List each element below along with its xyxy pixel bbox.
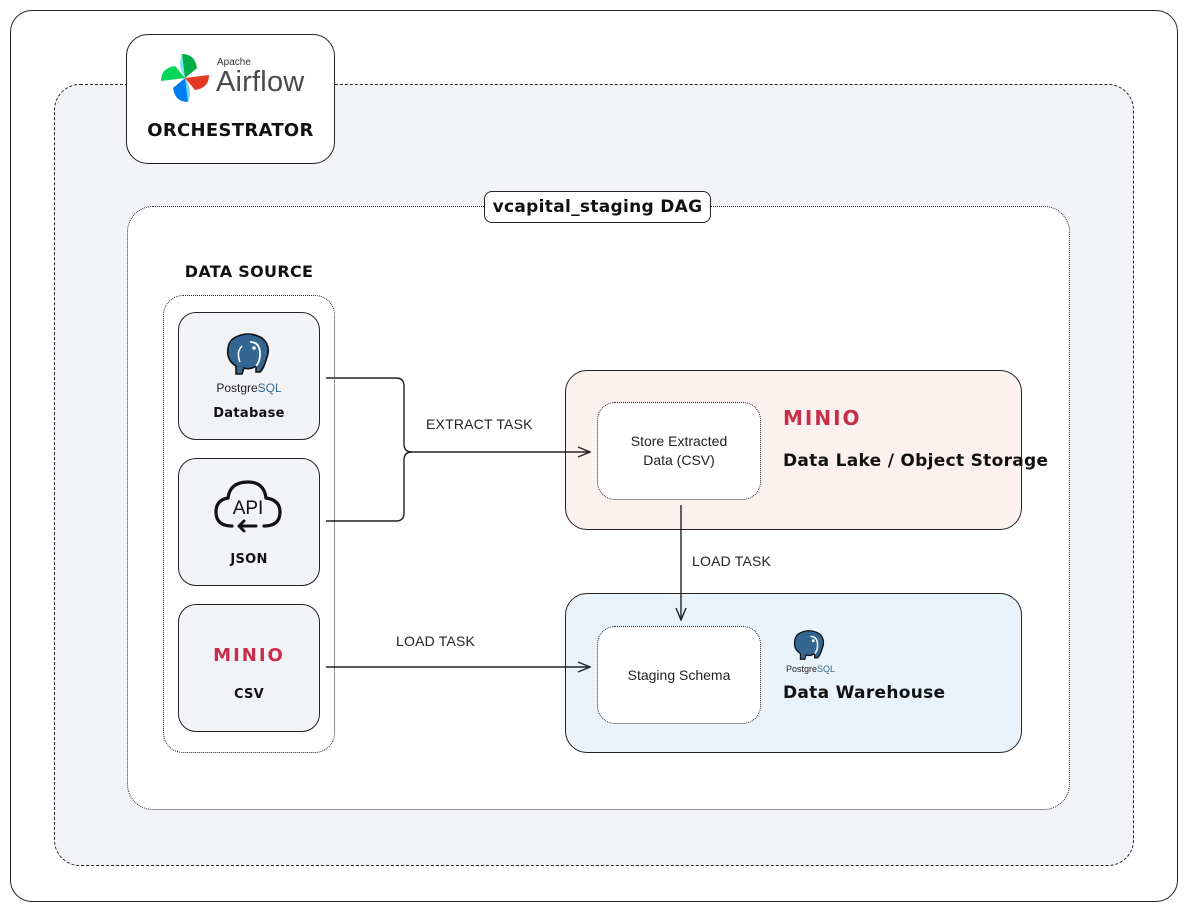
orchestrator-card xyxy=(126,34,335,164)
source-card-api xyxy=(178,458,320,586)
orchestrator-label: ORCHESTRATOR xyxy=(147,120,314,141)
airflow-pinwheel-icon xyxy=(161,54,209,102)
api-cloud-icon: API xyxy=(214,480,282,533)
data-source-title: DATA SOURCE xyxy=(184,262,314,281)
api-icon-text: API xyxy=(233,498,264,519)
edge-api-to-lake xyxy=(326,451,413,522)
postgresql-elephant-icon xyxy=(226,333,270,375)
postgresql-logo-text: PostgreSQL xyxy=(786,664,836,674)
extract-task-label: EXTRACT TASK xyxy=(426,416,533,432)
brand-small-text: Apache xyxy=(217,57,251,68)
postgresql-logo-text: PostgreSQL xyxy=(216,381,282,395)
minio-logo: MINIO xyxy=(213,645,285,666)
store-extracted-label: Store Extracted Data (CSV) xyxy=(630,433,728,468)
dag-label: vcapital_staging DAG xyxy=(484,191,711,223)
postgresql-elephant-icon xyxy=(793,630,825,660)
source-card-minio xyxy=(178,604,320,732)
staging-schema-label: Staging Schema xyxy=(627,666,731,683)
airflow-wordmark: Airflow xyxy=(216,66,305,98)
load-task-label: LOAD TASK xyxy=(692,553,772,569)
data-lake-title: Data Lake / Object Storage xyxy=(783,451,1049,471)
staging-schema-node: Staging Schema xyxy=(597,626,761,724)
source-label-json: JSON xyxy=(230,552,268,567)
source-label-database: Database xyxy=(213,406,285,421)
data-warehouse-title: Data Warehouse xyxy=(783,683,946,703)
edge-database-to-lake xyxy=(326,377,590,452)
store-extracted-node: Store Extracted Data (CSV) xyxy=(597,402,761,500)
source-label-csv: CSV xyxy=(233,687,265,702)
load-task-label: LOAD TASK xyxy=(396,633,476,649)
minio-logo: MINIO xyxy=(783,406,862,430)
